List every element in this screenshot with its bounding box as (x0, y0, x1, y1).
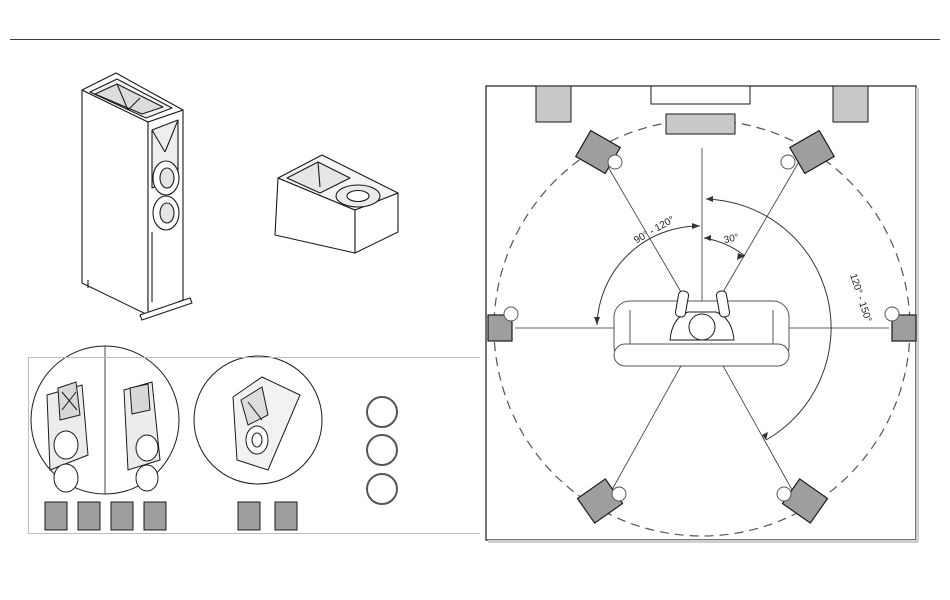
marker-circle (781, 155, 795, 169)
screen (651, 86, 750, 104)
marker-circle (885, 307, 899, 321)
elevation-module-illustration (275, 155, 398, 253)
front-left-elevation-speaker (536, 86, 571, 122)
front-right-elevation-speaker (833, 86, 868, 122)
marker-circle (777, 487, 791, 501)
marker-circle (608, 155, 622, 169)
floorstanding-speaker-illustration (82, 73, 192, 320)
legend-panel (28, 357, 480, 534)
room-layout: 90° - 120° 30° 120° - 150° (486, 86, 919, 543)
marker-circle (504, 307, 518, 321)
center-speaker (666, 114, 735, 134)
marker-circle (612, 487, 626, 501)
